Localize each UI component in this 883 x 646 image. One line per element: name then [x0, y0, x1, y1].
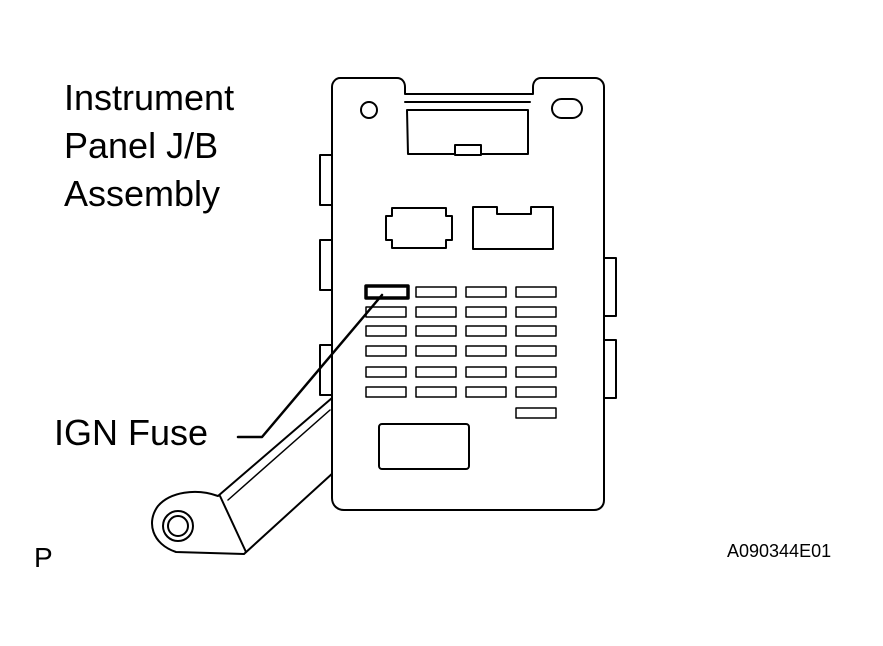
mounting-bracket: [151, 397, 335, 555]
mounting-slot: [551, 98, 583, 119]
assembly-label: Instrument Panel J/B Assembly: [64, 74, 234, 218]
figure-code: A090344E01: [727, 541, 832, 561]
assembly-label-line-3: Assembly: [64, 173, 221, 214]
bracket-bolt-hole: [162, 510, 194, 542]
ign-fuse: [364, 284, 410, 300]
junction-block-body: [331, 77, 605, 511]
fuse-grid: [364, 284, 557, 419]
ign-fuse-label: IGN Fuse: [54, 412, 209, 453]
mounting-hole: [360, 101, 378, 119]
assembly-label-line-1: Instrument: [64, 77, 235, 118]
view-marker: P: [34, 542, 53, 573]
top-connector: [404, 101, 531, 156]
assembly-label-line-2: Panel J/B: [64, 125, 219, 166]
lower-connector: [378, 423, 470, 470]
connector-socket-left: [385, 207, 453, 249]
connector-socket-right: [472, 206, 554, 250]
ign-fuse-leader-line: [236, 293, 384, 439]
